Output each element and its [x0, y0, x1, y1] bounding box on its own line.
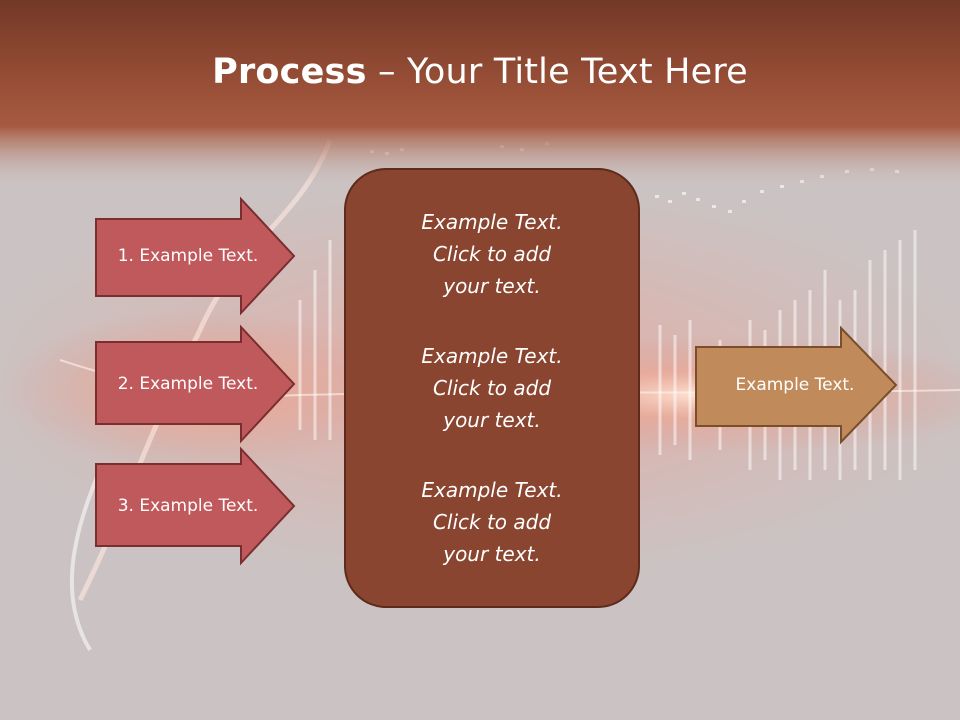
process-text-2: Example Text. Click to add your text. — [421, 344, 563, 432]
title-rest: – Your Title Text Here — [366, 52, 748, 92]
arrow-right-shape — [95, 196, 296, 316]
step-label-2: 2. Example Text. — [117, 374, 259, 394]
slide-title: Process – Your Title Text Here — [0, 52, 960, 92]
arrow-right-shape — [695, 325, 898, 445]
output-arrow[interactable]: Example Text. — [695, 325, 898, 445]
process-box[interactable]: Example Text. Click to add your text. Ex… — [344, 168, 640, 608]
process-text-1: Example Text. Click to add your text. — [421, 210, 563, 298]
step-label-1: 1. Example Text. — [117, 246, 259, 266]
process-text-3: Example Text. Click to add your text. — [421, 478, 563, 566]
output-label: Example Text. — [735, 375, 855, 395]
step-arrow-3[interactable]: 3. Example Text. — [95, 446, 296, 566]
title-bold: Process — [212, 52, 367, 92]
arrow-right-shape — [95, 446, 296, 566]
step-arrow-2[interactable]: 2. Example Text. — [95, 324, 296, 444]
step-label-3: 3. Example Text. — [117, 496, 259, 516]
step-arrow-1[interactable]: 1. Example Text. — [95, 196, 296, 316]
arrow-right-shape — [95, 324, 296, 444]
